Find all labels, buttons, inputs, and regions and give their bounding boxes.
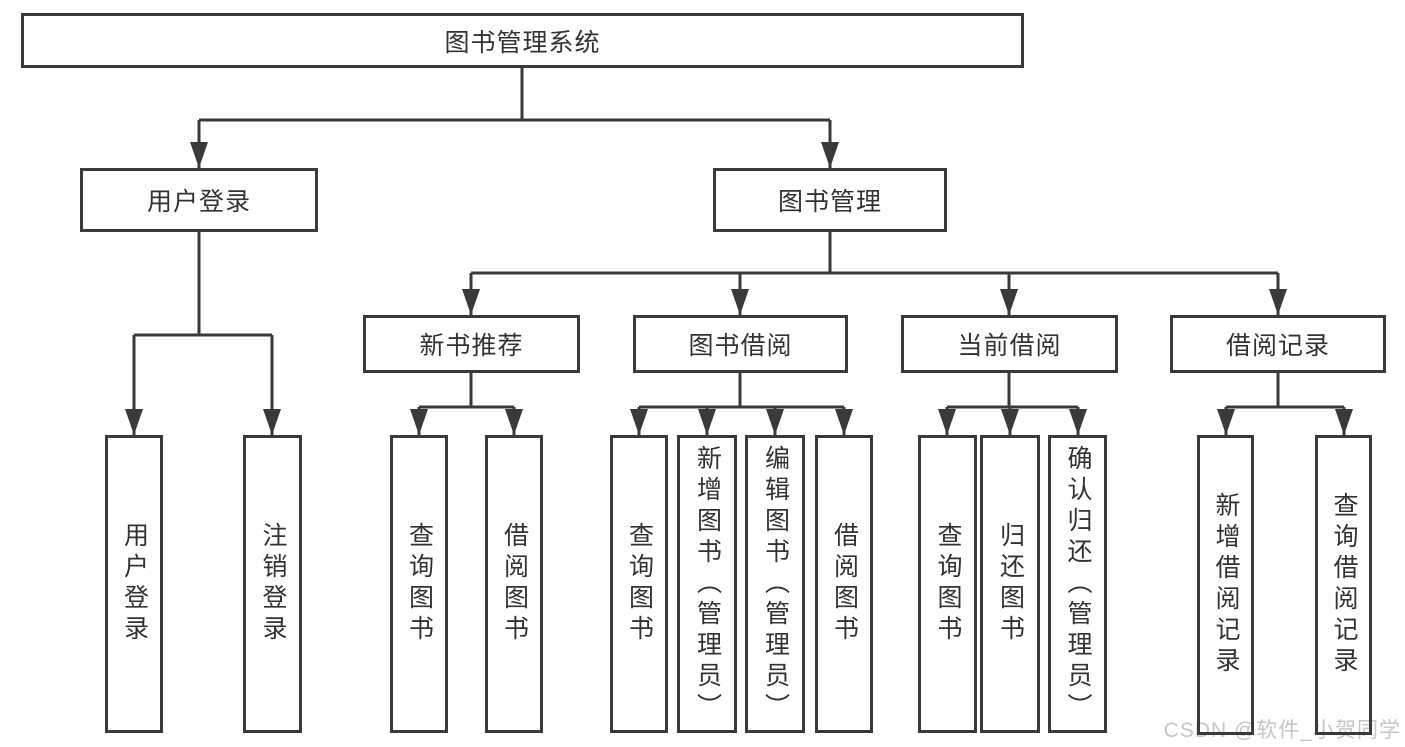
node-label: 用户登录: [120, 522, 149, 646]
node-label: 图书管理: [777, 188, 882, 216]
node-library-system: 图书管理系统: [21, 13, 1024, 68]
node-label: 编辑图书（管理员）: [761, 444, 790, 724]
node-label: 查询图书: [405, 522, 434, 646]
leaf-edit-book-admin: 编辑图书（管理员）: [745, 435, 805, 733]
node-book-borrow: 图书借阅: [633, 315, 848, 373]
node-borrow-records: 借阅记录: [1170, 315, 1386, 373]
connector-book-borrow-children: [630, 373, 853, 435]
leaf-query-books-current: 查询图书: [918, 435, 977, 733]
node-label: 查询图书: [625, 522, 654, 646]
node-label: 查询图书: [934, 522, 962, 646]
connector-new-book-children: [410, 373, 523, 435]
node-label: 用户登录: [146, 188, 251, 216]
node-book-management: 图书管理: [713, 168, 947, 232]
node-label: 图书借阅: [688, 332, 793, 360]
leaf-return-book: 归还图书: [980, 435, 1040, 733]
leaf-query-borrow-record: 查询借阅记录: [1315, 435, 1372, 735]
leaf-query-books-borrow: 查询图书: [610, 435, 668, 733]
node-label: 借阅图书: [500, 522, 529, 646]
leaf-borrow-books-recommend: 借阅图书: [485, 435, 543, 733]
leaf-add-book-admin: 新增图书（管理员）: [677, 435, 737, 733]
node-label: 新增图书（管理员）: [693, 444, 722, 724]
node-label: 注销登录: [259, 522, 287, 646]
csdn-watermark: CSDN @软件_小贺同学: [1163, 719, 1401, 742]
node-label: 归还图书: [996, 522, 1025, 646]
leaf-user-login: 用户登录: [105, 435, 163, 733]
node-label: 借阅图书: [830, 522, 859, 646]
connector-borrow-record-children: [1217, 373, 1353, 435]
leaf-borrow-books: 借阅图书: [815, 435, 873, 733]
node-new-book-recommend: 新书推荐: [363, 315, 580, 373]
node-label: 新增借阅记录: [1212, 492, 1240, 678]
node-label: 查询借阅记录: [1330, 492, 1358, 678]
leaf-confirm-return-admin: 确认归还（管理员）: [1048, 435, 1107, 733]
node-label: 新书推荐: [419, 332, 524, 360]
node-label: 图书管理系统: [444, 28, 601, 57]
leaf-query-books-recommend: 查询图书: [390, 435, 448, 733]
connector-root-to-level2: [190, 68, 839, 168]
node-label: 借阅记录: [1225, 332, 1330, 360]
node-label: 当前借阅: [957, 332, 1062, 360]
leaf-logout: 注销登录: [243, 435, 302, 733]
leaf-add-borrow-record: 新增借阅记录: [1197, 435, 1254, 735]
node-current-borrow: 当前借阅: [901, 315, 1118, 373]
connector-current-borrow-children: [938, 373, 1087, 435]
node-user-login: 用户登录: [80, 168, 318, 232]
connector-user-login-children: [125, 232, 281, 435]
connector-book-management-children: [462, 232, 1287, 315]
node-label: 确认归还（管理员）: [1064, 444, 1092, 724]
